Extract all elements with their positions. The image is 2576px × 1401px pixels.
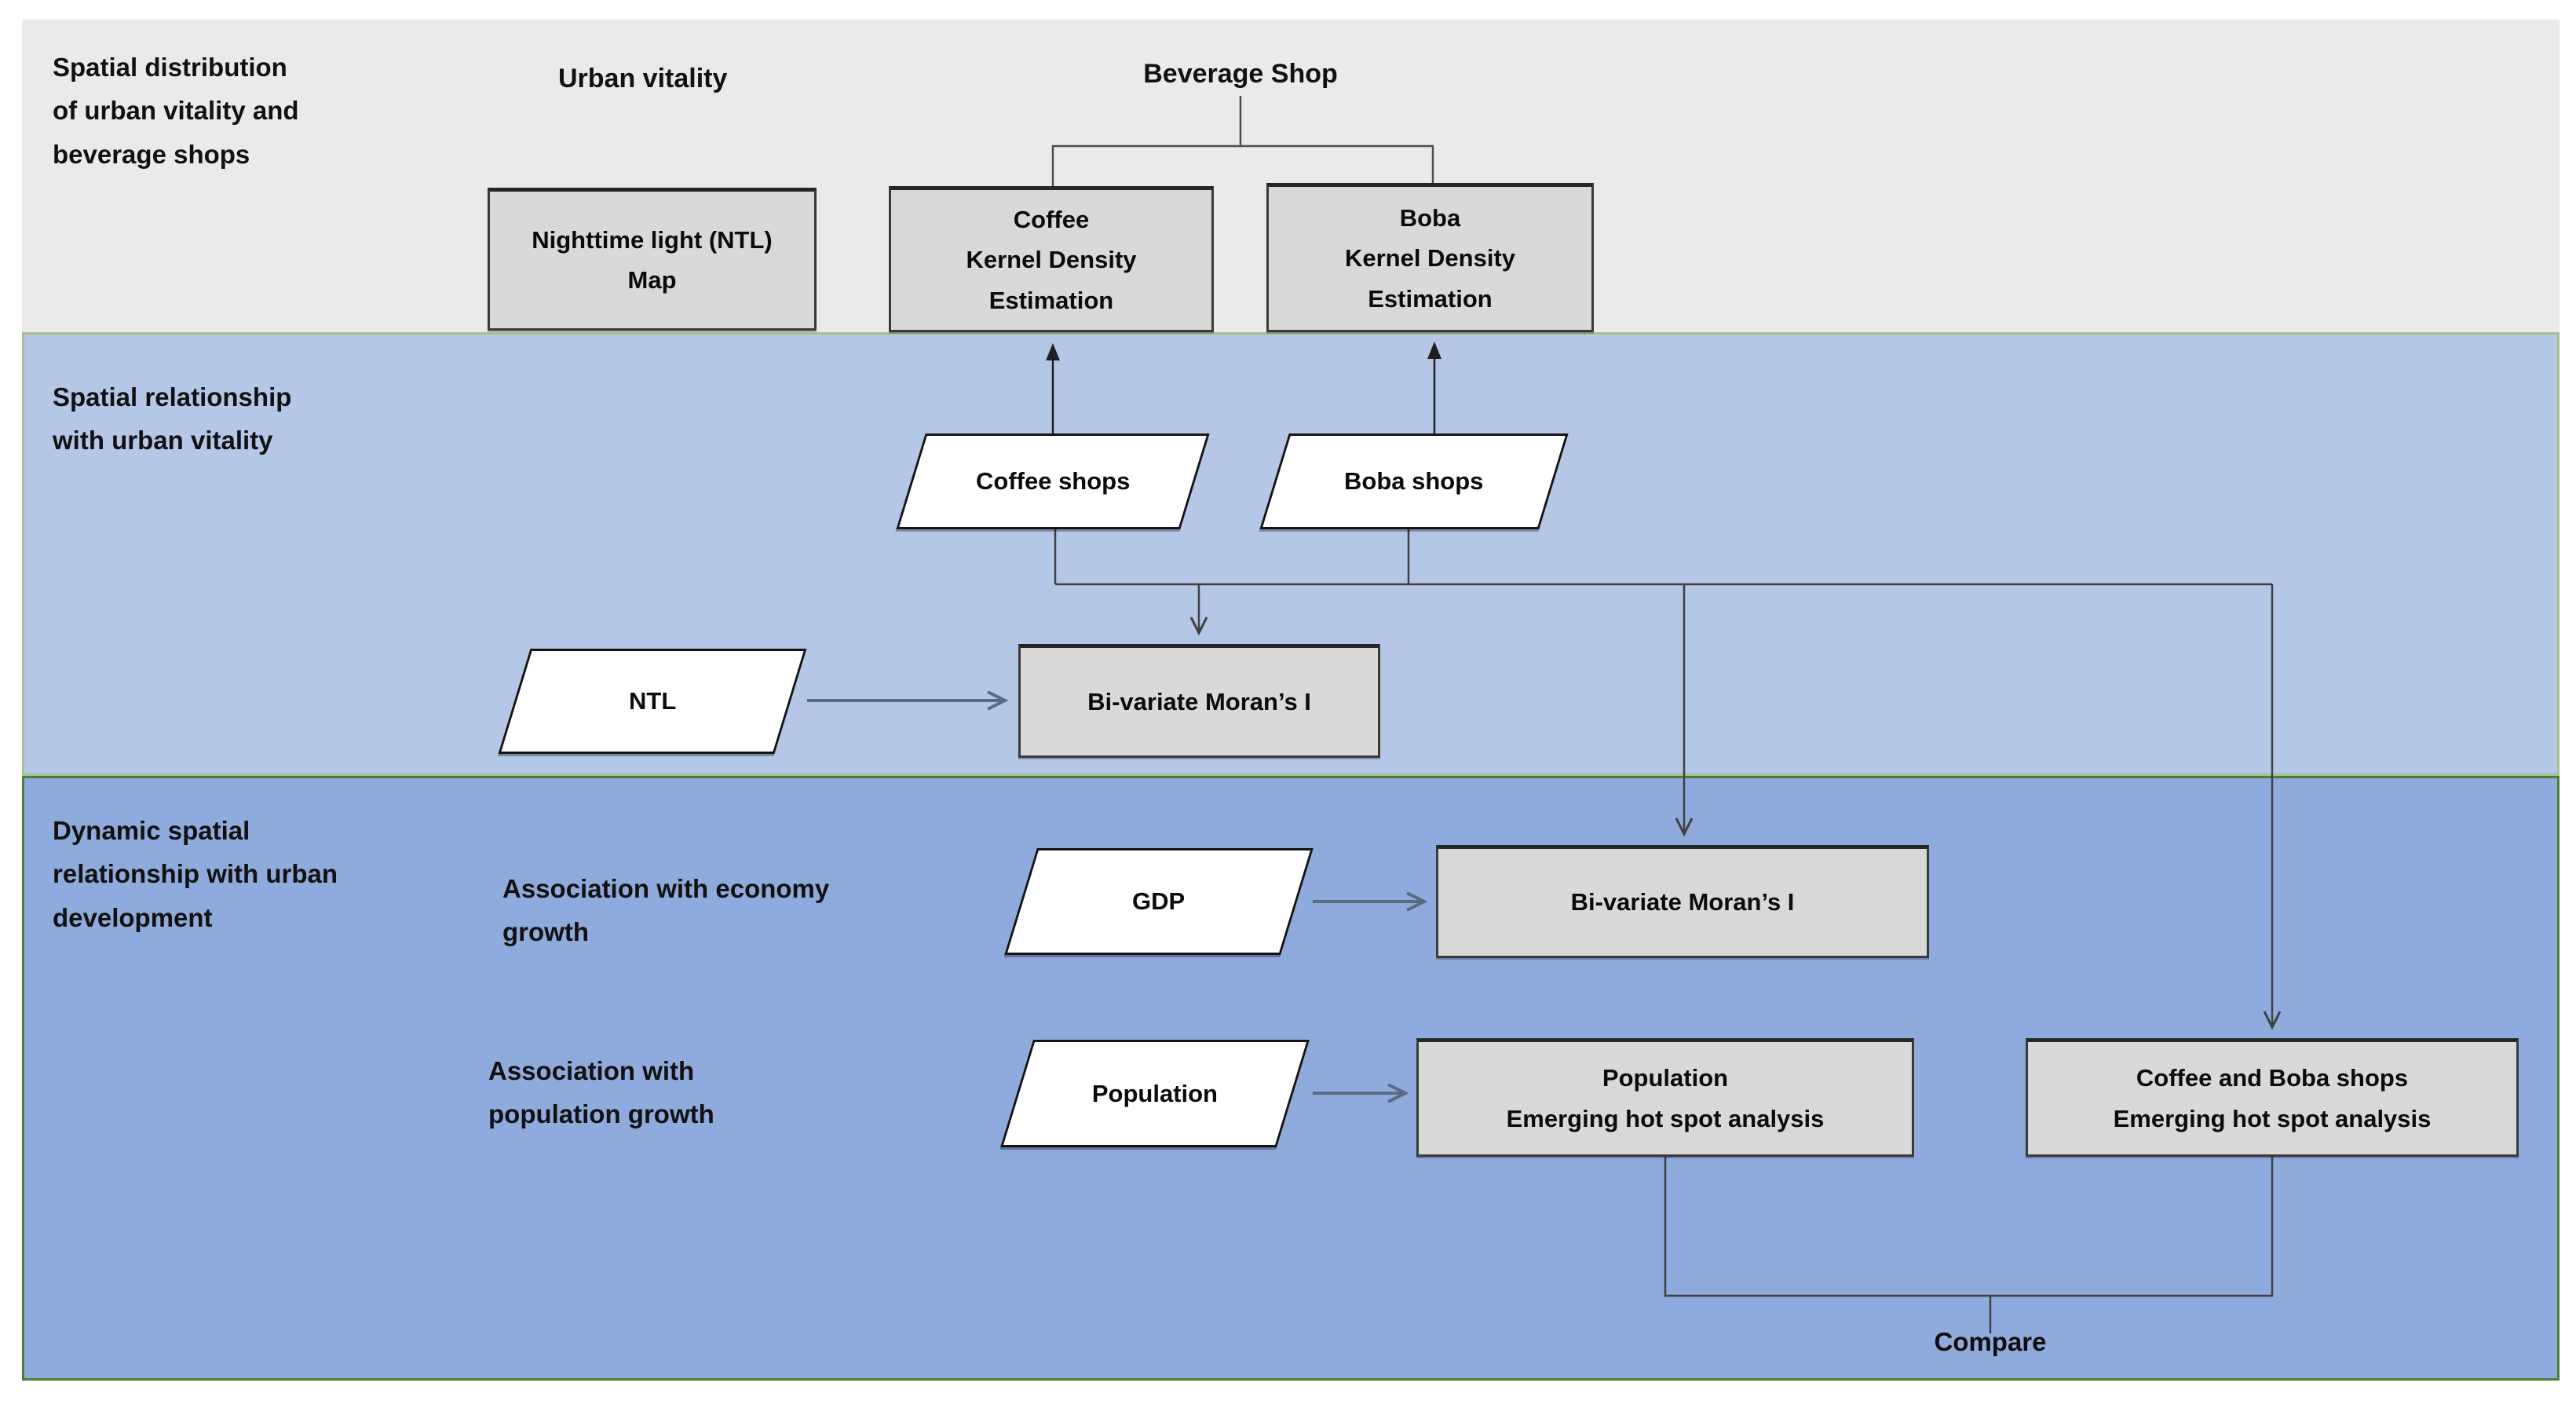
gdp-parallelogram: GDP xyxy=(1004,848,1314,955)
boba-kde-box: Boba Kernel Density Estimation xyxy=(1266,183,1594,332)
population-ehsa-box: Population Emerging hot spot analysis xyxy=(1416,1038,1914,1157)
ntl-parallelogram: NTL xyxy=(498,649,807,754)
coffee-shops-parallelogram: Coffee shops xyxy=(896,433,1210,529)
bivariate-morans-i-box-2: Bi-variate Moran’s I xyxy=(1436,845,1929,958)
ntl-map-box: Nighttime light (NTL) Map xyxy=(488,188,817,331)
population-growth-label: Association with population growth xyxy=(488,1056,714,1129)
economy-growth-label: Association with economy growth xyxy=(502,874,830,947)
boba-shops-label: Boba shops xyxy=(1344,467,1484,495)
coffee-boba-ehsa-box: Coffee and Boba shops Emerging hot spot … xyxy=(2026,1038,2519,1157)
gdp-label: GDP xyxy=(1132,887,1186,915)
compare-label: Compare xyxy=(1934,1327,2047,1356)
urban-vitality-label: Urban vitality xyxy=(558,64,728,93)
boba-shops-parallelogram: Boba shops xyxy=(1259,433,1569,529)
beverage-shop-label: Beverage Shop xyxy=(1143,59,1338,89)
population-label: Population xyxy=(1091,1079,1219,1107)
bivariate-morans-i-box-1: Bi-variate Moran’s I xyxy=(1018,644,1380,758)
population-parallelogram: Population xyxy=(1000,1040,1310,1147)
ntl-label: NTL xyxy=(628,687,677,715)
band3-label: Dynamic spatial relationship with urban … xyxy=(53,816,338,932)
band1-label: Spatial distribution of urban vitality a… xyxy=(53,53,299,169)
band2-label: Spatial relationship with urban vitality xyxy=(53,382,292,455)
coffee-kde-box: Coffee Kernel Density Estimation xyxy=(889,186,1214,332)
coffee-shops-label: Coffee shops xyxy=(975,467,1131,495)
